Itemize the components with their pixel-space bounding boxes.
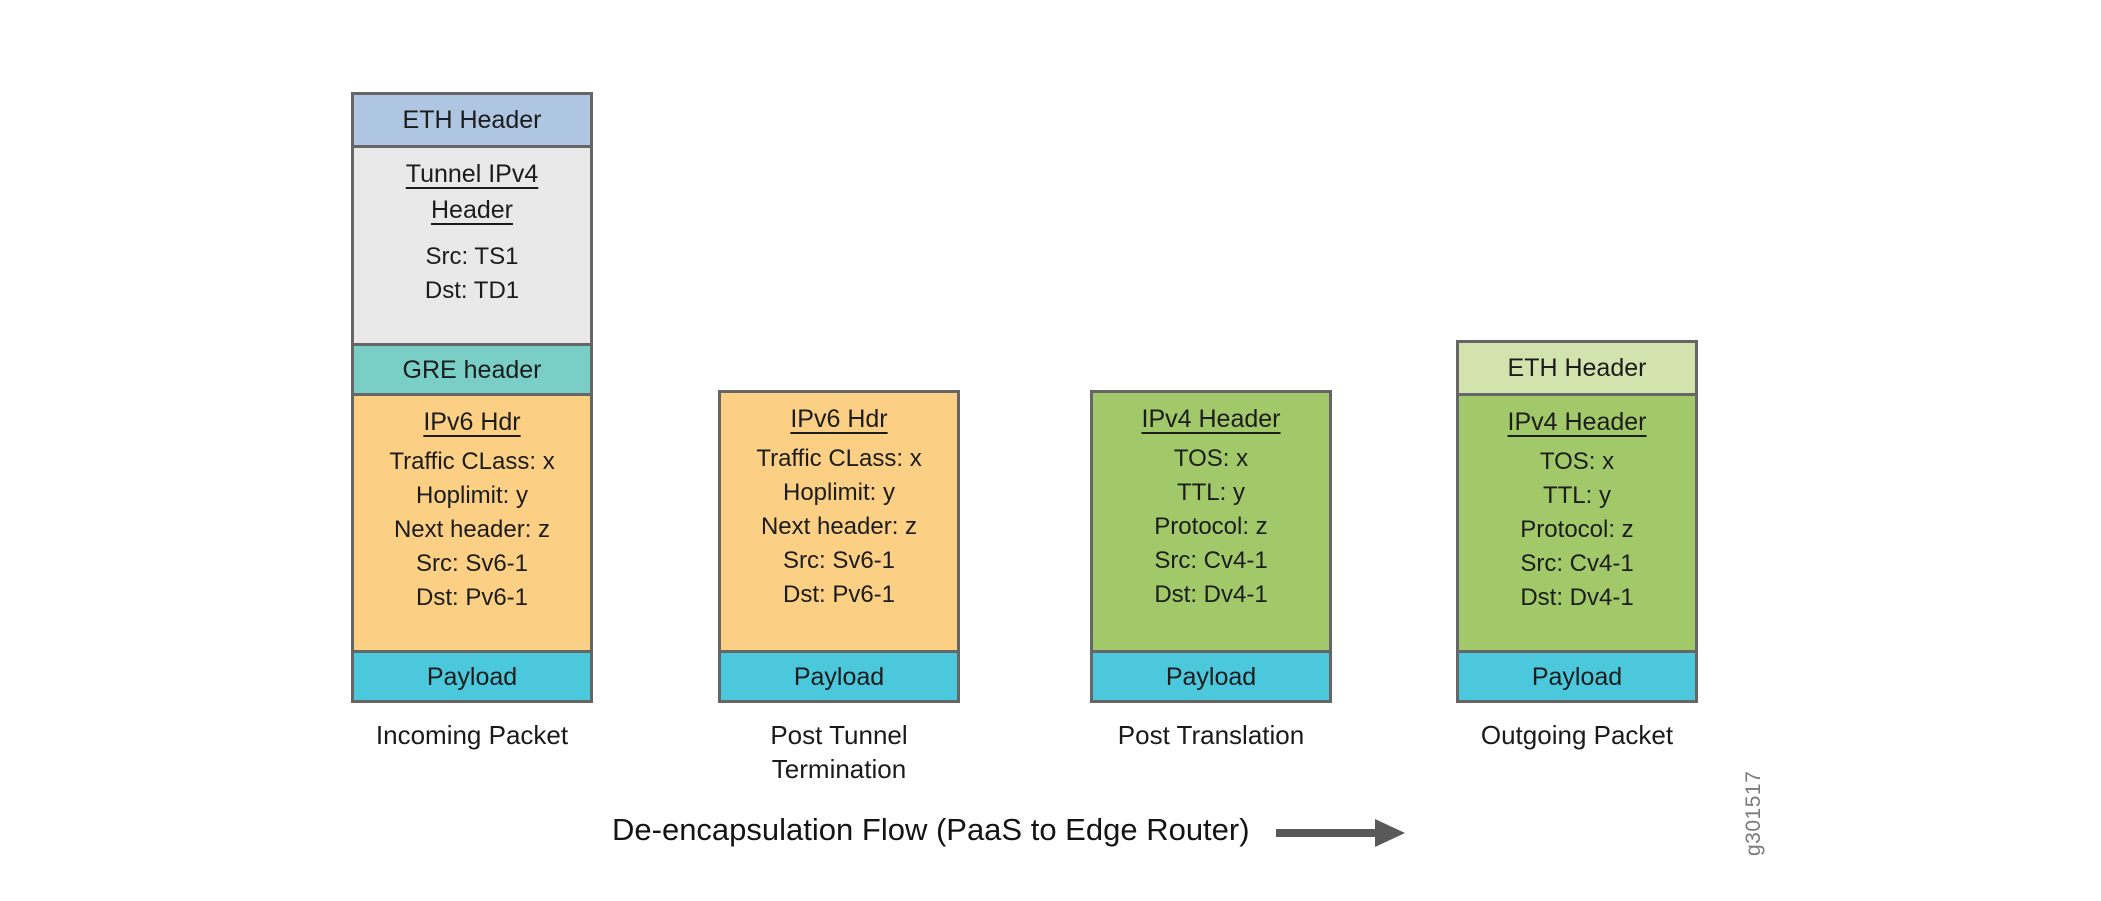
payload-title-text: Payload — [426, 662, 518, 691]
ipv4-header-title-line: IPv4 Header — [1142, 401, 1281, 437]
payload-title-text: Payload — [1165, 662, 1257, 691]
ipv6-header-field: Traffic CLass: x — [389, 448, 555, 475]
payload-segment: Payload — [1459, 650, 1695, 700]
eth-header-title-line: ETH Header — [1508, 350, 1647, 386]
ipv4-header-title-line: IPv4 Header — [1508, 404, 1647, 440]
packet-label-line: Incoming Packet — [375, 720, 569, 750]
payload-title: Payload — [1166, 659, 1256, 695]
ipv6-header-title-text: IPv6 Hdr — [790, 405, 888, 433]
ipv4-header-field: TTL: y — [1542, 482, 1611, 509]
tunnel-ipv4-header-title-text: Header — [430, 196, 513, 224]
eth-header-title: ETH Header — [403, 102, 542, 138]
ipv4-header-field: Protocol: z — [1154, 513, 1268, 540]
payload-title: Payload — [427, 659, 517, 695]
gre-header-title: GRE header — [403, 352, 542, 388]
ipv6-header-title-line: IPv6 Hdr — [790, 401, 887, 437]
ipv6-header-field: Dst: Pv6-1 — [782, 581, 896, 608]
ipv6-header-field: Src: Sv6-1 — [782, 547, 896, 574]
ipv6-header-title-text: IPv6 Hdr — [423, 408, 521, 436]
eth-header-title-line: ETH Header — [403, 102, 542, 138]
tunnel-ipv4-header-title-line: Header — [406, 192, 538, 228]
ipv4-header-title: IPv4 Header — [1508, 404, 1647, 440]
packet-label-incoming-packet: Incoming Packet — [351, 718, 593, 752]
packet-label-post-translation: Post Translation — [1090, 718, 1332, 752]
eth-header-segment: ETH Header — [1459, 343, 1695, 393]
ipv4-header-field: Protocol: z — [1520, 516, 1634, 543]
ipv4-header-field: TOS: x — [1173, 445, 1249, 472]
payload-segment: Payload — [354, 650, 590, 700]
gre-header-title-line: GRE header — [403, 352, 542, 388]
gre-header-segment: GRE header — [354, 343, 590, 393]
payload-segment: Payload — [1093, 650, 1329, 700]
payload-title-text: Payload — [1531, 662, 1623, 691]
ipv4-header-title-text: IPv4 Header — [1507, 408, 1647, 436]
ipv6-header-field: Hoplimit: y — [415, 482, 529, 509]
payload-title-line: Payload — [1166, 659, 1256, 695]
ipv6-header-field: Dst: Pv6-1 — [415, 584, 529, 611]
flow-caption: De-encapsulation Flow (PaaS to Edge Rout… — [612, 812, 1250, 847]
packet-label-line: Post Tunnel — [770, 720, 908, 750]
tunnel-ipv4-header-field: Src: TS1 — [425, 243, 519, 270]
payload-title-line: Payload — [794, 659, 884, 695]
right-arrow-icon — [1276, 819, 1405, 847]
ipv4-header-field: Dst: Dv4-1 — [1520, 584, 1634, 611]
eth-header-title-text: ETH Header — [1507, 354, 1647, 382]
eth-header-title-text: ETH Header — [402, 106, 542, 134]
ipv6-header-field: Src: Sv6-1 — [415, 550, 529, 577]
ipv6-header-fields: Traffic CLass: x Hoplimit: y Next header: … — [756, 442, 921, 612]
ipv6-header-field: Traffic CLass: x — [756, 445, 922, 472]
ipv6-header-field: Hoplimit: y — [782, 479, 896, 506]
ipv6-header-fields: Traffic CLass: x Hoplimit: y Next header: … — [389, 445, 554, 615]
eth-header-segment: ETH Header — [354, 95, 590, 145]
ipv4-header-title-text: IPv4 Header — [1141, 405, 1281, 433]
payload-title-line: Payload — [1532, 659, 1622, 695]
ipv4-header-field: Src: Cv4-1 — [1520, 550, 1634, 577]
ipv4-header-field: Src: Cv4-1 — [1154, 547, 1268, 574]
ipv4-header-field: TTL: y — [1176, 479, 1245, 506]
packet-label-line: Termination — [771, 754, 907, 784]
payload-title-line: Payload — [427, 659, 517, 695]
ipv4-header-title: IPv4 Header — [1142, 401, 1281, 437]
ipv6-header-field: Next header: z — [760, 513, 918, 540]
ipv6-header-title-line: IPv6 Hdr — [423, 404, 520, 440]
payload-title-text: Payload — [793, 662, 885, 691]
ipv6-header-field: Next header: z — [393, 516, 551, 543]
ipv6-header-title: IPv6 Hdr — [423, 404, 520, 440]
ipv6-header-title: IPv6 Hdr — [790, 401, 887, 437]
ipv4-header-field: Dst: Dv4-1 — [1154, 581, 1268, 608]
packet-label-outgoing-packet: Outgoing Packet — [1456, 718, 1698, 752]
packet-label-line: Post Translation — [1117, 720, 1305, 750]
gre-header-title-text: GRE header — [402, 355, 542, 384]
ipv4-header-field: TOS: x — [1539, 448, 1615, 475]
payload-segment: Payload — [721, 650, 957, 700]
payload-title: Payload — [1532, 659, 1622, 695]
tunnel-ipv4-header-field: Dst: TD1 — [424, 277, 520, 304]
tunnel-ipv4-header-title-text: Tunnel IPv4 — [405, 160, 539, 188]
payload-title: Payload — [794, 659, 884, 695]
tunnel-ipv4-header-title-line: Tunnel IPv4 — [406, 156, 538, 192]
packet-label-line: Outgoing Packet — [1480, 720, 1674, 750]
figure-id: g301517 — [1742, 770, 1765, 856]
eth-header-title: ETH Header — [1508, 350, 1647, 386]
